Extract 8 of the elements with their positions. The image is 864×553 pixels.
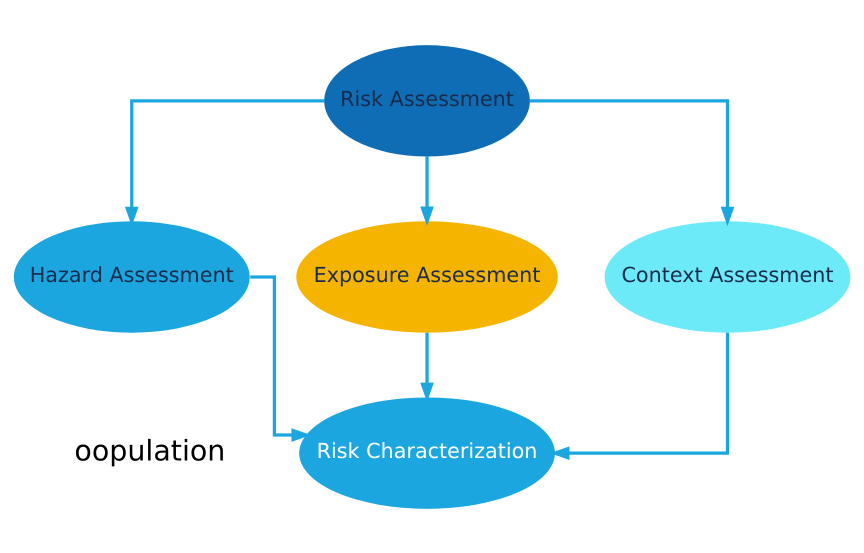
label: oopulation <box>74 434 226 467</box>
node-ellipse: Context Assessment <box>604 220 850 332</box>
node-ellipse: Exposure Assessment <box>296 220 558 332</box>
arrow <box>420 156 434 226</box>
arrow <box>530 98 734 226</box>
node-ellipse: Hazard Assessment <box>14 220 250 332</box>
node-ellipse: Risk Assessment <box>324 44 530 156</box>
node-ellipse: Risk Characterization <box>299 396 555 508</box>
